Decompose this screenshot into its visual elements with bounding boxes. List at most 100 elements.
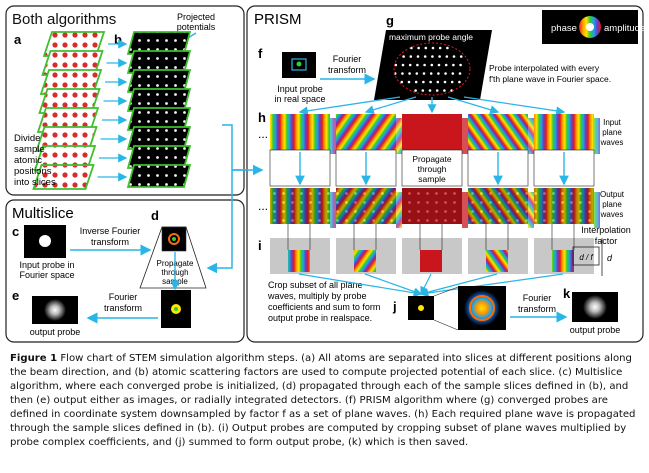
plane-wave-dot bbox=[402, 55, 405, 58]
interp-text-2: f'th plane wave in Fourier space. bbox=[489, 74, 611, 84]
plane-wave-fan-arrows bbox=[298, 96, 566, 116]
plane-wave-dot bbox=[446, 46, 449, 50]
output-plane-wave-scatter bbox=[270, 188, 330, 224]
summed-probe-large-ring bbox=[469, 295, 495, 321]
plane-wave-dot bbox=[451, 72, 455, 75]
projected-potentials-label-1: Projected bbox=[177, 12, 215, 22]
output-plane-wave-scatter bbox=[534, 188, 594, 224]
input-probe-real-crop bbox=[291, 58, 307, 71]
output-probe-e-text: output probe bbox=[30, 327, 81, 337]
output-probe-e-pattern bbox=[44, 299, 66, 321]
output-plane-wave-side bbox=[396, 192, 402, 228]
inverse-fourier-text-2: transform bbox=[91, 237, 129, 247]
projected-potentials-label-2: potentials bbox=[177, 22, 216, 32]
potential-slices-stack bbox=[126, 31, 192, 188]
flowchart-figure: Both algorithms a b Projected potentials… bbox=[5, 5, 645, 343]
panel-a-label: a bbox=[14, 32, 22, 47]
plane-wave-dot bbox=[459, 55, 463, 58]
plane-wave-dot bbox=[429, 72, 433, 75]
plane-wave-dot bbox=[422, 80, 425, 84]
d-text: d bbox=[607, 253, 613, 263]
plane-wave-dot bbox=[443, 80, 447, 84]
propagation-volume bbox=[401, 149, 463, 187]
fourier-e-text-1: Fourier bbox=[109, 292, 138, 302]
output-plane-wave-side bbox=[462, 192, 468, 228]
input-probe-real-spot bbox=[296, 61, 302, 67]
prism-title: PRISM bbox=[254, 11, 302, 28]
fourier-e-text-2: transform bbox=[104, 303, 142, 313]
probe-real-space-center bbox=[172, 237, 176, 241]
plane-wave-dot bbox=[400, 80, 404, 84]
prism-panel bbox=[246, 5, 644, 343]
crop-text-1: Crop subset of all plane bbox=[268, 280, 363, 290]
fan-arrow bbox=[447, 96, 500, 115]
plane-wave-dots bbox=[393, 46, 463, 92]
output-plane-wave-side bbox=[594, 192, 600, 228]
plane-wave-dot bbox=[408, 63, 412, 67]
input-probe-fourier-text-1: Input probe in bbox=[19, 260, 74, 270]
probe-exit-core bbox=[174, 307, 178, 311]
plane-wave-dot bbox=[458, 80, 461, 84]
multislice-panel bbox=[5, 199, 245, 343]
plane-wave-dot bbox=[430, 63, 434, 67]
plane-wave-dot bbox=[394, 63, 398, 67]
divide-text-3: atomic bbox=[14, 155, 42, 166]
sum-arrow bbox=[420, 273, 432, 296]
caption-text: Flow chart of STEM simulation algorithm … bbox=[10, 353, 636, 448]
output-plane-waves-text-3: waves bbox=[600, 210, 624, 219]
plane-wave-dot bbox=[438, 55, 441, 58]
plane-wave-dot bbox=[444, 63, 448, 67]
input-plane-waves-text-1: Input bbox=[603, 118, 622, 127]
prism-fourier-text-2: transform bbox=[328, 65, 366, 75]
plane-wave-dot bbox=[401, 72, 404, 75]
plane-wave-dot bbox=[410, 46, 413, 50]
plane-wave-dot bbox=[423, 55, 427, 58]
plane-wave-dot bbox=[429, 80, 432, 84]
interp-text-1: Probe interpolated with every bbox=[489, 63, 600, 73]
inverse-fourier-text-1: Inverse Fourier bbox=[80, 226, 141, 236]
plane-wave-dot bbox=[435, 89, 439, 92]
probe-real-space-ring bbox=[168, 233, 180, 245]
plane-wave-dot bbox=[437, 63, 441, 67]
both-algorithms-panel bbox=[5, 5, 245, 196]
output-plane-wave-scatter bbox=[402, 188, 462, 224]
plane-wave-dot bbox=[437, 72, 440, 75]
plane-wave-dot bbox=[452, 63, 455, 67]
max-probe-angle-text: maximum probe angle bbox=[389, 32, 473, 42]
fourier-k-text-2: transform bbox=[518, 304, 556, 314]
summed-probe-small-spot bbox=[418, 305, 424, 311]
input-plane-waves-text-2: plane bbox=[602, 128, 622, 137]
plane-wave-dot bbox=[445, 55, 449, 58]
divide-text-1: Divide bbox=[14, 133, 40, 144]
output-plane-wave-side bbox=[528, 192, 534, 228]
fourier-k-text-1: Fourier bbox=[523, 293, 552, 303]
fan-arrow bbox=[298, 96, 401, 116]
propagate-prism-text-3: sample bbox=[418, 174, 446, 184]
crop-text-2: waves, multiply by probe bbox=[267, 291, 367, 301]
plane-wave-dot bbox=[452, 55, 456, 58]
interp-factor-box bbox=[572, 246, 600, 266]
output-plane-wave-side bbox=[330, 192, 336, 228]
plane-wave-dot bbox=[414, 89, 417, 92]
plane-wave-dot bbox=[416, 55, 420, 58]
j-zoom-line-1 bbox=[433, 286, 459, 297]
input-plane-waves-text-3: waves bbox=[600, 138, 624, 147]
panel-d-label: d bbox=[151, 208, 159, 223]
plane-wave-dot bbox=[414, 80, 418, 84]
crop-window bbox=[552, 250, 574, 272]
link-both-to-d bbox=[206, 124, 233, 274]
panel-f-label: f bbox=[258, 46, 263, 61]
divide-text-4: positions bbox=[14, 166, 52, 177]
crop-window bbox=[354, 250, 376, 272]
caption-figure-label: Figure 1 bbox=[10, 353, 58, 364]
legend-phase-text: phase bbox=[551, 23, 577, 34]
panel-h-label: h bbox=[258, 110, 266, 125]
atom-slices-stack bbox=[32, 31, 106, 190]
input-plane-wave bbox=[336, 114, 396, 150]
crop-text-4: output probe in realspace. bbox=[268, 313, 372, 323]
prism-fourier-text-1: Fourier bbox=[333, 54, 362, 64]
plane-wave-dot bbox=[401, 63, 405, 67]
sum-arrow bbox=[419, 273, 498, 297]
h-ellipsis-bottom: ... bbox=[258, 199, 268, 213]
plane-wave-dot bbox=[431, 46, 435, 50]
